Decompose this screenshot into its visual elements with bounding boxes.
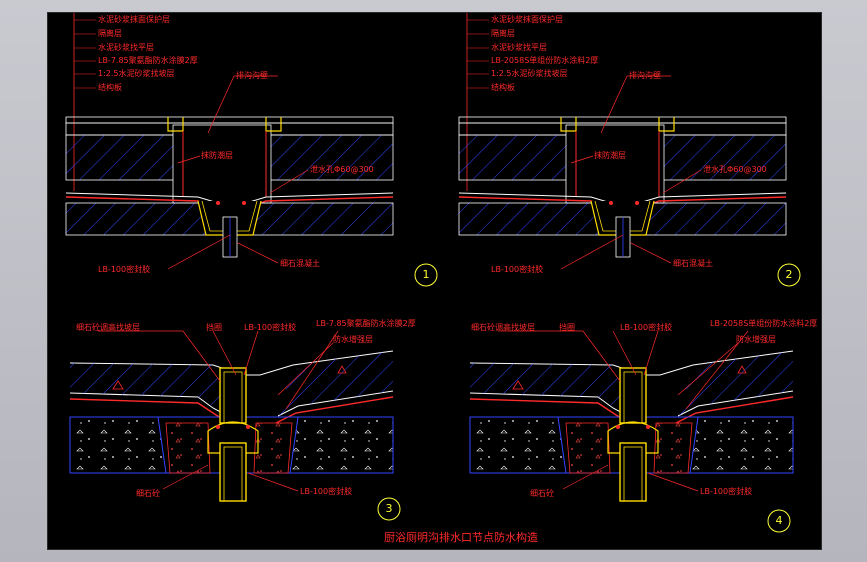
d1-drain-hole: 泄水孔Φ60@300	[310, 165, 374, 174]
d4-guard: 挡圈	[559, 323, 575, 332]
d4-sealant-bottom: LB-100密封胶	[700, 487, 753, 496]
detail-4	[469, 330, 794, 533]
d3-membrane: LB-7.85聚氨酯防水涂膜2厚	[316, 319, 416, 328]
d1-layer-3: 水泥砂浆找平层	[98, 43, 154, 52]
d2-drain-hole: 泄水孔Φ60@300	[703, 165, 767, 174]
d2-layer-3: 水泥砂浆找平层	[491, 43, 547, 52]
d1-layer-2: 隔离层	[98, 29, 122, 38]
d2-layer-2: 隔离层	[491, 29, 515, 38]
d3-guard: 挡圈	[206, 323, 222, 332]
d4-slope: 细石砼调高找坡层	[471, 323, 535, 332]
d1-layer-6: 结构板	[98, 83, 122, 92]
drawing-canvas[interactable]: 水泥砂浆抹面保护层 隔离层 水泥砂浆找平层 LB-7.85聚氨酯防水涂膜2厚 1…	[47, 12, 822, 550]
d4-extra: 防水增强层	[736, 335, 776, 344]
detail-3	[69, 330, 401, 521]
d2-film-label: 抹防潮层	[594, 151, 626, 160]
cad-drawing	[65, 13, 801, 533]
d4-gravel: 细石砼	[530, 489, 554, 498]
d2-sealant: LB-100密封胶	[491, 265, 544, 274]
d1-film-label: 抹防潮层	[201, 151, 233, 160]
d3-sealant-top: LB-100密封胶	[244, 323, 297, 332]
d2-layer-5: 1:2.5水泥砂浆找坡层	[491, 69, 568, 78]
d4-number: 4	[775, 514, 783, 527]
d4-membrane: LB-2058S单组份防水涂料2厚	[710, 319, 818, 328]
d2-number: 2	[785, 268, 793, 281]
d3-gravel: 细石砼	[136, 489, 160, 498]
d1-wall-label: 排沟沟壁	[236, 71, 268, 80]
d1-sealant: LB-100密封胶	[98, 265, 151, 274]
d3-extra: 防水增强层	[333, 335, 373, 344]
d1-gravel: 细石混凝土	[280, 259, 320, 268]
d4-sealant-top: LB-100密封胶	[620, 323, 673, 332]
detail-2	[458, 13, 801, 287]
d1-layer-5: 1:2.5水泥砂浆找坡层	[98, 69, 175, 78]
d1-layer-4: LB-7.85聚氨酯防水涂膜2厚	[98, 56, 198, 65]
detail-1	[65, 13, 438, 287]
d1-layer-1: 水泥砂浆抹面保护层	[98, 15, 170, 24]
d2-gravel: 细石混凝土	[673, 259, 713, 268]
d3-number: 3	[385, 502, 393, 515]
drawing-title: 厨浴厕明沟排水口节点防水构造	[384, 531, 538, 544]
d3-sealant-bottom: LB-100密封胶	[300, 487, 353, 496]
d2-layer-4: LB-2058S单组份防水涂料2厚	[491, 56, 599, 65]
d2-layer-1: 水泥砂浆抹面保护层	[491, 15, 563, 24]
d2-layer-6: 结构板	[491, 83, 515, 92]
d2-wall-label: 排沟沟壁	[629, 71, 661, 80]
d3-slope: 细石砼调高找坡层	[76, 323, 140, 332]
d1-number: 1	[422, 268, 430, 281]
